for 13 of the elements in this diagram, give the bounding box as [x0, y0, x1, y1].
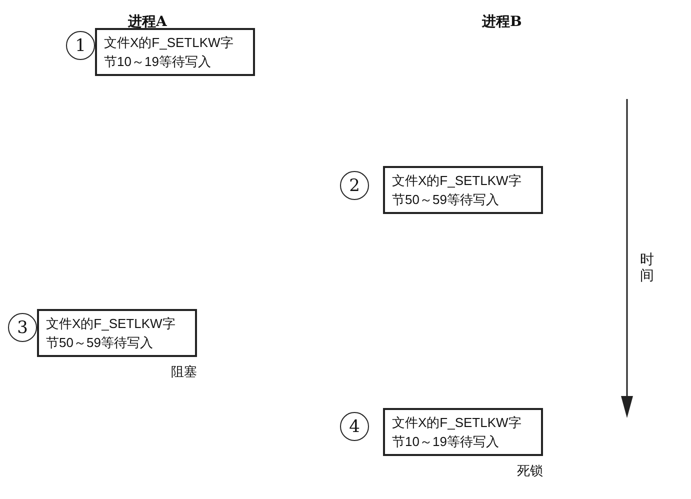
column-heading: 进程B [482, 13, 522, 31]
step-number: 4 [340, 412, 369, 441]
step-number: 1 [66, 31, 95, 60]
process-box: 文件X的F_SETLKW字节50～59等待写入 [37, 309, 197, 357]
process-box: 文件X的F_SETLKW字节10～19等待写入 [95, 28, 255, 76]
step-number: 3 [8, 313, 37, 342]
status-label: 死锁 [516, 463, 543, 480]
step-number: 2 [340, 171, 369, 200]
axis-label: 时间 [640, 252, 655, 284]
process-box: 文件X的F_SETLKW字节50～59等待写入 [383, 166, 543, 214]
process-box: 文件X的F_SETLKW字节10～19等待写入 [383, 408, 543, 456]
status-label: 阻塞 [170, 364, 197, 381]
column-heading: 进程A [128, 13, 167, 31]
